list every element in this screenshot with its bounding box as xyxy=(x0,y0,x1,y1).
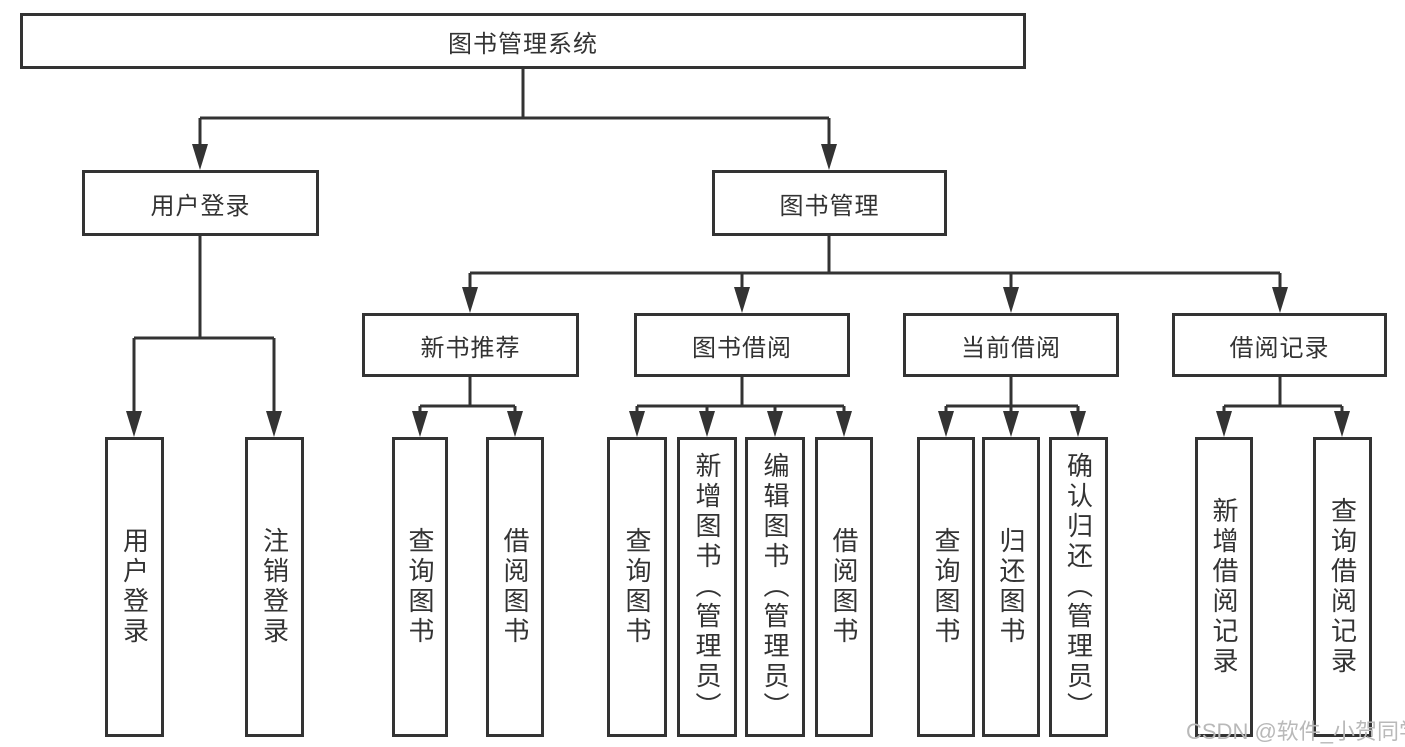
node-book-borrowing: 图书借阅 xyxy=(634,313,850,377)
leaf-borrow-books-1-label: 借阅图书 xyxy=(500,527,530,647)
connector-root xyxy=(198,69,831,150)
node-root: 图书管理系统 xyxy=(20,13,1026,69)
arrowhead xyxy=(126,411,142,437)
arrowhead xyxy=(1003,287,1019,313)
leaf-query-books-1: 查询图书 xyxy=(392,437,448,737)
arrowhead xyxy=(1334,411,1350,437)
connector-new-book-rec xyxy=(418,377,517,419)
arrowhead xyxy=(412,411,428,437)
leaf-query-books-3-label: 查询图书 xyxy=(931,527,961,647)
node-borrowing-records-label: 借阅记录 xyxy=(1229,334,1330,362)
leaf-query-books-2: 查询图书 xyxy=(607,437,667,737)
node-book-borrowing-label: 图书借阅 xyxy=(692,334,792,362)
node-new-book-rec-label: 新书推荐 xyxy=(420,334,521,362)
arrowhead xyxy=(1003,411,1019,437)
leaf-confirm-return-admin-label: 确认归还（管理员） xyxy=(1063,452,1094,722)
connector-book-management xyxy=(468,236,1282,293)
node-user-login: 用户登录 xyxy=(82,170,319,236)
watermark: CSDN @软件_小贺同学 xyxy=(1186,719,1405,744)
arrowhead xyxy=(1070,411,1086,437)
arrowhead xyxy=(629,411,645,437)
leaf-user-login: 用户登录 xyxy=(105,437,164,737)
leaf-borrow-books-2: 借阅图书 xyxy=(815,437,873,737)
arrowhead xyxy=(734,287,750,313)
arrowhead xyxy=(462,287,478,313)
node-borrowing-records: 借阅记录 xyxy=(1172,313,1387,377)
connector-user-login xyxy=(132,236,276,417)
arrowhead xyxy=(507,411,523,437)
arrowhead xyxy=(767,411,783,437)
leaf-edit-books-admin: 编辑图书（管理员） xyxy=(745,437,805,737)
node-current-borrowing-label: 当前借阅 xyxy=(961,334,1061,362)
arrowhead xyxy=(1272,287,1288,313)
node-user-login-label: 用户登录 xyxy=(150,192,251,220)
arrowhead xyxy=(1216,411,1232,437)
leaf-add-books-admin-label: 新增图书（管理员） xyxy=(692,452,722,722)
leaf-query-borrow-record-label: 查询借阅记录 xyxy=(1327,497,1358,677)
arrowhead xyxy=(699,411,715,437)
leaf-query-books-3: 查询图书 xyxy=(917,437,975,737)
node-root-label: 图书管理系统 xyxy=(448,30,598,58)
arrowhead xyxy=(938,411,954,437)
leaf-return-books: 归还图书 xyxy=(982,437,1040,737)
leaf-query-borrow-record: 查询借阅记录 xyxy=(1313,437,1372,737)
connector-book-borrowing xyxy=(635,377,846,419)
leaf-add-borrow-record-label: 新增借阅记录 xyxy=(1209,497,1239,677)
leaf-confirm-return-admin: 确认归还（管理员） xyxy=(1049,437,1108,737)
leaf-borrow-books-2-label: 借阅图书 xyxy=(829,527,859,647)
leaf-return-books-label: 归还图书 xyxy=(996,527,1026,647)
arrowhead xyxy=(192,144,208,170)
connector-borrowing-records xyxy=(1222,377,1344,419)
arrowhead xyxy=(266,411,282,437)
leaf-add-borrow-record: 新增借阅记录 xyxy=(1195,437,1253,737)
leaf-borrow-books-1: 借阅图书 xyxy=(486,437,544,737)
leaf-add-books-admin: 新增图书（管理员） xyxy=(677,437,737,737)
node-book-management: 图书管理 xyxy=(712,170,947,236)
leaf-logout: 注销登录 xyxy=(245,437,304,737)
leaf-user-login-label: 用户登录 xyxy=(119,527,150,647)
node-book-management-label: 图书管理 xyxy=(779,192,880,220)
leaf-logout-label: 注销登录 xyxy=(259,527,290,647)
arrowhead xyxy=(836,411,852,437)
arrowhead xyxy=(821,144,837,170)
node-current-borrowing: 当前借阅 xyxy=(903,313,1119,377)
leaf-edit-books-admin-label: 编辑图书（管理员） xyxy=(760,452,790,722)
node-new-book-rec: 新书推荐 xyxy=(362,313,579,377)
leaf-query-books-2-label: 查询图书 xyxy=(622,527,652,647)
leaf-query-books-1-label: 查询图书 xyxy=(405,527,435,647)
